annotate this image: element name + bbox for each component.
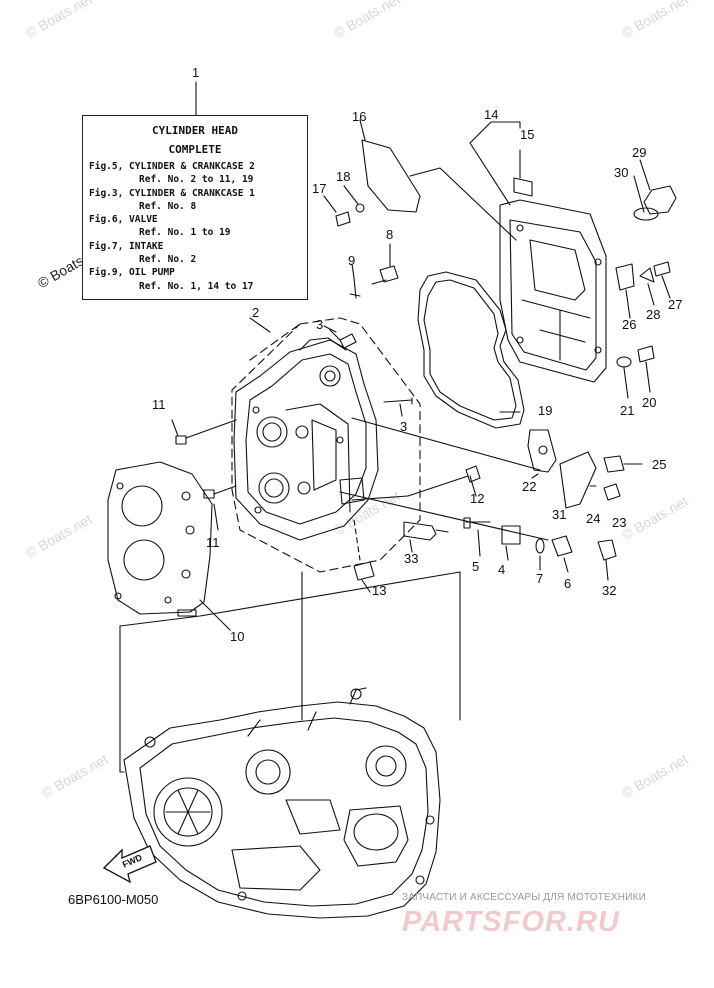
callout-7: 7 (536, 571, 544, 586)
note-fig: Fig.5, CYLINDER & CRANKCASE 2 (89, 161, 255, 172)
callout-27: 27 (668, 297, 683, 312)
callout-24: 24 (586, 511, 601, 526)
callout-13: 13 (372, 583, 387, 598)
callout-33: 33 (404, 551, 419, 566)
callout-28: 28 (646, 307, 661, 322)
note-ref: Ref. No. 8 (139, 200, 197, 212)
callout-20: 20 (642, 395, 657, 410)
callout-10: 10 (230, 629, 245, 644)
callout-32: 32 (602, 583, 617, 598)
callout-19: 19 (538, 403, 553, 418)
note-fig: Fig.9, OIL PUMP (89, 267, 175, 279)
callout-12: 12 (470, 491, 485, 506)
cylinder-head-drawing (233, 337, 379, 541)
head-gasket-drawing (107, 461, 213, 617)
note-fig: Fig.3, CYLINDER & CRANKCASE 1 (89, 187, 255, 199)
note-fig: Fig.7, INTAKE (89, 240, 164, 252)
callout-18: 18 (336, 169, 351, 184)
callout-11: 11 (206, 535, 220, 550)
note-fig: Fig.6, VALVE (89, 214, 158, 226)
head-cover-drawing (499, 199, 607, 383)
shop-logo: PARTSFOR.RU (402, 906, 620, 938)
fwd-arrow (102, 845, 157, 884)
callout-25: 25 (652, 457, 667, 472)
callout-8: 8 (386, 227, 394, 242)
note-ref: Ref. No. 2 (139, 254, 197, 266)
crankcase-drawing (123, 687, 441, 919)
callout-9: 9 (348, 253, 356, 268)
callout-23: 23 (612, 515, 627, 530)
callout-3: 3 (400, 419, 408, 434)
callout-2: 2 (252, 305, 260, 320)
note-ref: Ref. No. 1 to 19 (139, 227, 231, 239)
callout-30: 30 (614, 165, 629, 180)
shop-caption: ЗАПЧАСТИ И АКСЕССУАРЫ ДЛЯ МОТОТЕХНИКИ (402, 892, 647, 903)
note-ref: Ref. No. 2 to 11, 19 (139, 174, 254, 186)
callout-26: 26 (622, 317, 637, 332)
callout-31: 31 (552, 507, 567, 522)
callout-14: 14 (484, 107, 499, 122)
callout-3: 3 (316, 317, 324, 332)
callout-5: 5 (472, 559, 480, 574)
callout-11: 11 (152, 397, 166, 412)
callout-6: 6 (564, 576, 572, 591)
callout-15: 15 (520, 127, 535, 142)
note-ref: Ref. No. 1, 14 to 17 (139, 280, 254, 292)
callout-22: 22 (522, 479, 537, 494)
note-title: CYLINDER HEAD (151, 124, 239, 137)
callout-29: 29 (632, 145, 647, 160)
callout-1: 1 (192, 65, 200, 80)
note-subtitle: COMPLETE (168, 143, 222, 156)
cylinder-head-complete-note: CYLINDER HEAD COMPLETE Fig.5, CYLINDER &… (82, 115, 308, 300)
callout-17: 17 (312, 181, 327, 196)
callout-4: 4 (498, 562, 506, 577)
callout-21: 21 (620, 403, 635, 418)
diagram-code: 6BP6100-M050 (68, 892, 159, 907)
callout-16: 16 (352, 109, 367, 124)
